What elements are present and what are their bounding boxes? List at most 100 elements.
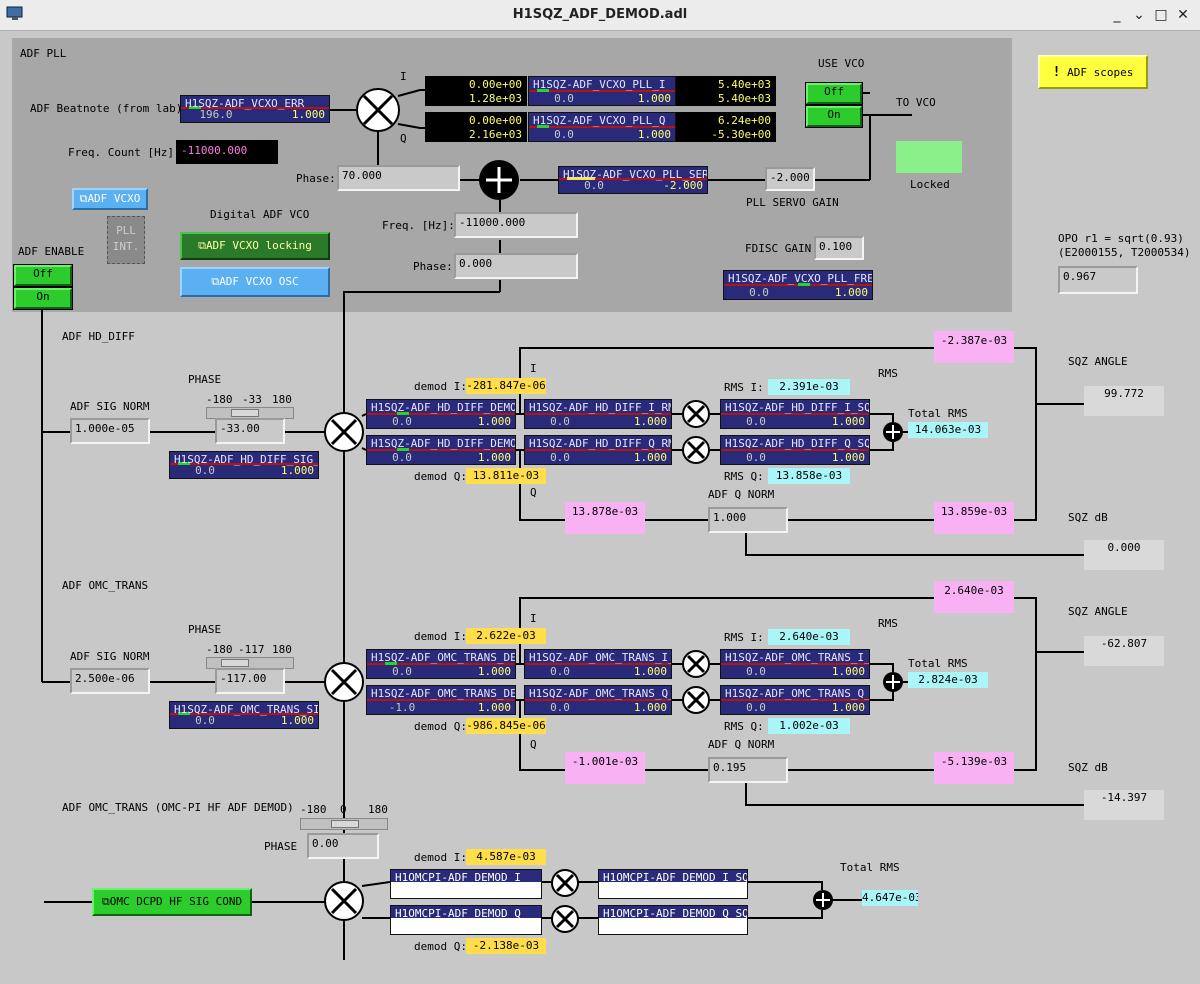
omcpi-slider-min: -180 [300, 803, 327, 816]
minimize-icon[interactable]: _ [1113, 7, 1121, 23]
filter-name: H1OMCPI-ADF_DEMOD_I_SQ_L [603, 871, 748, 884]
hd-demod-q-filter[interactable]: H1SQZ-ADF_HD_DIFF_DEMOD_Q 0.0 1.000 [366, 435, 516, 465]
filter-gain: 1.000 [477, 415, 511, 428]
hd-demod-q-label: demod Q: [414, 470, 467, 483]
filter-gain: 1.000 [637, 92, 671, 105]
omcpi-demod-i-value: 4.587e-03 [466, 849, 546, 865]
maximize-icon[interactable]: □ [1154, 7, 1168, 23]
filter-gain: 1.000 [291, 108, 325, 121]
servo-gain-input[interactable]: -2.000 [765, 167, 815, 191]
filter-name: H1SQZ-ADF_HD_DIFF_Q_RMS [529, 437, 672, 450]
filter-name: H1SQZ-ADF_OMC_TRANS_SIG_COND [174, 703, 318, 716]
omcpi-demod-i-filter[interactable]: H1OMCPI-ADF_DEMOD_I [390, 869, 542, 899]
omc-demod-i-filter[interactable]: H1SQZ-ADF_OMC_TRANS_DEMOD_I 0.0 1.000 [366, 649, 516, 679]
omc-phase-input[interactable]: -117.00 [215, 668, 285, 694]
filter-name: H1SQZ-ADF_OMC_TRANS_DEMOD_Q [371, 687, 515, 700]
omcpi-section-label: ADF OMC_TRANS (OMC-PI HF ADF DEMOD) [62, 801, 294, 814]
hd-sig-cond-filter[interactable]: H1SQZ-ADF_HD_DIFF_SIG_COND 0.0 1.000 [169, 451, 319, 479]
omcpi-slider-mid: 0 [340, 803, 347, 816]
hd-i-rms-filter[interactable]: H1SQZ-ADF_HD_DIFF_I_RMS 0.0 1.000 [524, 399, 672, 429]
pll-q-out1: 6.24e+00 [718, 114, 771, 127]
mixer-icon [681, 649, 711, 679]
omc-sig-norm-input[interactable]: 2.500e-06 [70, 668, 150, 694]
pll-q-filter[interactable]: H1SQZ-ADF_VCXO_PLL_Q 0.0 1.000 [528, 112, 676, 142]
hd-q-norm-input[interactable]: 1.000 [708, 507, 788, 533]
shade-icon[interactable]: ⌄ [1133, 7, 1145, 23]
hd-q-rms-filter[interactable]: H1SQZ-ADF_HD_DIFF_Q_RMS 0.0 1.000 [524, 435, 672, 465]
pll-freq-filter[interactable]: H1SQZ-ADF_VCXO_PLL_FREQ 0.0 1.000 [723, 270, 873, 300]
hd-rms-i-value: 2.391e-03 [768, 379, 850, 395]
omcpi-i-sq-filter[interactable]: H1OMCPI-ADF_DEMOD_I_SQ_L [598, 869, 748, 899]
opo-refs: (E2000155, T2000534) [1058, 246, 1191, 259]
mixer-icon [681, 685, 711, 715]
omcpi-phase-slider[interactable] [300, 818, 388, 830]
vco-on-button[interactable]: On [806, 106, 862, 127]
vcxo-err-filter[interactable]: H1SQZ-ADF_VCXO_ERR 196.0 1.000 [180, 95, 330, 123]
hd-rms-i-label: RMS I: [724, 381, 764, 394]
omcpi-q-sq-filter[interactable]: H1OMCPI-ADF_DEMOD_Q_SQ_L [598, 905, 748, 935]
mixer-icon [681, 435, 711, 465]
pll-i-filter[interactable]: H1SQZ-ADF_VCXO_PLL_I 0.0 1.000 [528, 76, 676, 106]
omc-sig-cond-filter[interactable]: H1SQZ-ADF_OMC_TRANS_SIG_COND 0.0 1.000 [169, 701, 319, 729]
adf-scopes-label: ADF scopes [1067, 66, 1134, 79]
adf-vcxo-label: ADF VCXO [87, 192, 141, 205]
enable-on-button[interactable]: On [14, 288, 72, 309]
omc-i-rms-filter[interactable]: H1SQZ-ADF_OMC_TRANS_I_RMS 0.0 1.000 [524, 649, 672, 679]
hd-sig-norm-input[interactable]: 1.000e-05 [70, 418, 150, 444]
filter-name: H1SQZ-ADF_HD_DIFF_DEMOD_I [371, 401, 515, 414]
omc-rms-i-value: 2.640e-03 [768, 629, 850, 645]
filter-gain: 1.000 [637, 128, 671, 141]
hd-demod-i-filter[interactable]: H1SQZ-ADF_HD_DIFF_DEMOD_I 0.0 1.000 [366, 399, 516, 429]
omc-dcpd-button[interactable]: ⧉OMC DCPD HF SIG COND [92, 888, 252, 916]
filter-name: H1OMCPI-ADF_DEMOD_Q [395, 907, 521, 920]
filter-name: H1SQZ-ADF_HD_DIFF_I_SQ_L [725, 401, 870, 414]
omc-q-sq-filter[interactable]: H1SQZ-ADF_OMC_TRANS_Q_SQ 0.0 1.000 [720, 685, 870, 715]
omc-slider-max: 180 [272, 643, 292, 656]
omcpi-phase-label: PHASE [264, 840, 298, 853]
phase-input[interactable]: 70.000 [337, 165, 460, 191]
adf-pll-label: ADF PLL [20, 47, 67, 60]
hd-sqz-db-value: 0.000 [1084, 540, 1164, 570]
omcpi-phase-input[interactable]: 0.00 [307, 833, 379, 859]
vco-off-button[interactable]: Off [806, 83, 862, 104]
vcxo-locking-label: ADF VCXO locking [205, 239, 312, 252]
slider-thumb[interactable] [231, 409, 259, 417]
exclamation-icon: ! [1052, 65, 1061, 80]
use-vco-label: USE VCO [818, 57, 865, 70]
pll-servo-filter[interactable]: H1SQZ-ADF_VCXO_PLL_SERVO 0.0 -2.000 [558, 166, 708, 194]
hd-i-sq-filter[interactable]: H1SQZ-ADF_HD_DIFF_I_SQ_L 0.0 1.000 [720, 399, 870, 429]
vcxo-locking-button[interactable]: ⧉ADF VCXO locking [180, 232, 330, 260]
omc-sqz-db-label: SQZ dB [1068, 761, 1108, 774]
adf-scopes-button[interactable]: ! ADF scopes [1038, 55, 1148, 89]
adf-vcxo-button[interactable]: ⧉ADF VCXO [72, 188, 148, 210]
fdisc-gain-input[interactable]: 0.100 [814, 236, 864, 260]
hd-q-sq-filter[interactable]: H1SQZ-ADF_HD_DIFF_Q_SQ_L 0.0 1.000 [720, 435, 870, 465]
omc-demod-i-label: demod I: [414, 630, 467, 643]
phase2-input[interactable]: 0.000 [454, 253, 578, 279]
hd-rms-label: RMS [878, 367, 898, 380]
freq-input[interactable]: -11000.000 [454, 212, 578, 238]
slider-thumb[interactable] [221, 659, 249, 667]
filter-gain: 1.000 [633, 665, 667, 678]
opo-r1-value[interactable]: 0.967 [1058, 266, 1138, 294]
sum-icon [478, 159, 520, 201]
pll-int-button[interactable]: PLL INT. [107, 216, 145, 264]
omcpi-demod-q-filter[interactable]: H1OMCPI-ADF_DEMOD_Q [390, 905, 542, 935]
omc-demod-q-filter[interactable]: H1SQZ-ADF_OMC_TRANS_DEMOD_Q -1.0 1.000 [366, 685, 516, 715]
vcxo-osc-button[interactable]: ⧉ADF VCXO OSC [180, 267, 330, 297]
omc-i-sq-filter[interactable]: H1SQZ-ADF_OMC_TRANS_I_SQ 0.0 1.000 [720, 649, 870, 679]
hd-phase-input[interactable]: -33.00 [215, 418, 285, 444]
monitor-icon[interactable] [6, 6, 24, 22]
enable-off-button[interactable]: Off [14, 265, 72, 286]
omc-left-pink-readout: -1.001e-03 [565, 752, 645, 784]
mixer-icon [681, 399, 711, 429]
filter-input: 0.0 [550, 451, 570, 464]
close-icon[interactable]: ✕ [1177, 7, 1189, 23]
filter-input: 0.0 [392, 451, 412, 464]
omc-q-norm-input[interactable]: 0.195 [708, 757, 788, 783]
slider-thumb[interactable] [331, 820, 359, 828]
filter-gain: 1.000 [834, 286, 868, 299]
filter-name: H1SQZ-ADF_OMC_TRANS_I_SQ [725, 651, 870, 664]
omc-q-rms-filter[interactable]: H1SQZ-ADF_OMC_TRANS_Q_RMS 0.0 1.000 [524, 685, 672, 715]
